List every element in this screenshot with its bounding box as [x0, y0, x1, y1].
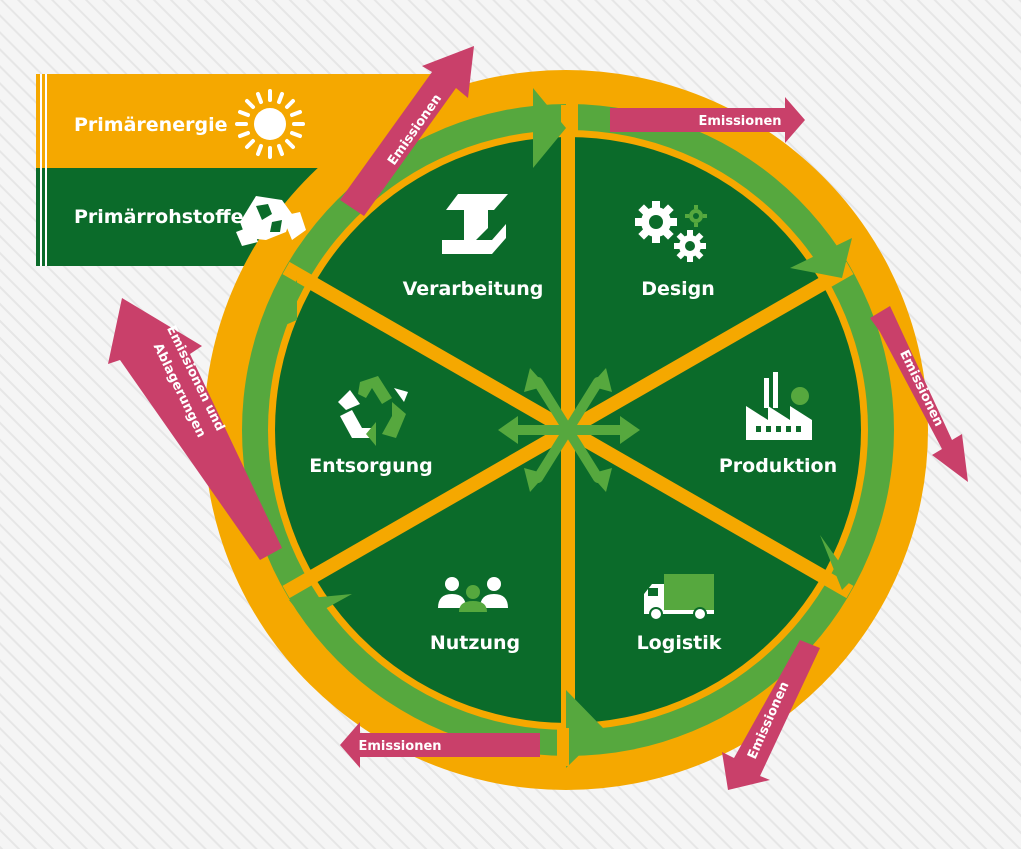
center-arrows: [508, 377, 630, 483]
sun-icon: [235, 89, 305, 159]
segment-label-logistik: Logistik: [637, 632, 722, 654]
recycle-icon: [338, 376, 408, 446]
emission-arrow-left: [108, 298, 282, 560]
emission-arrow-bottom-right: [722, 640, 820, 790]
segment-label-produktion: Produktion: [719, 455, 837, 477]
emission-label-top-right: Emissionen: [698, 114, 781, 129]
primary-materials-label: Primärrohstoffe: [74, 206, 243, 228]
stones-icon: [236, 196, 306, 246]
emission-arrow-right: [870, 306, 968, 482]
truck-icon: [644, 574, 714, 621]
people-icon: [438, 577, 508, 612]
segment-label-nutzung: Nutzung: [430, 632, 520, 654]
emission-arrow-top-left: [340, 46, 474, 216]
emission-arrow-top-right: [610, 97, 805, 143]
segment-dividers: [282, 105, 854, 755]
primary-energy-label: Primärenergie: [74, 114, 227, 136]
segment-label-design: Design: [641, 278, 715, 300]
factory-icon: [746, 372, 812, 440]
steel-beam-icon: [442, 194, 508, 254]
emission-arrow-bottom: [340, 722, 540, 768]
emission-arrows: [108, 46, 968, 790]
segment-label-entsorgung: Entsorgung: [309, 455, 433, 477]
cycle-arrowheads: [262, 88, 852, 768]
emission-label-bottom: Emissionen: [358, 739, 441, 754]
segment-label-verarbeitung: Verarbeitung: [403, 278, 544, 300]
